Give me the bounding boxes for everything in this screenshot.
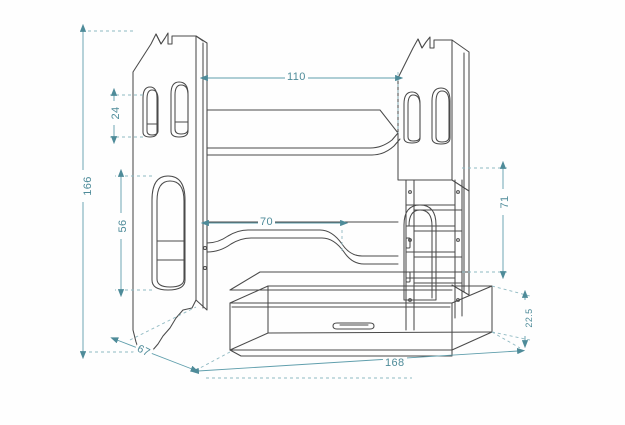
window-right-upper-1-inner	[407, 94, 421, 142]
ladder-dowel-2	[456, 190, 460, 194]
upper-bunk-top-rail	[206, 109, 399, 134]
drawer-bottom-edge	[229, 331, 493, 351]
dim-label-drawer-height: 22.5	[523, 300, 535, 336]
dim-label-window-height: 24	[110, 101, 122, 125]
right-headboard-edge	[451, 39, 470, 296]
furniture-outline	[132, 32, 493, 357]
base-floor-line	[229, 349, 453, 357]
window-right-upper-2-inner	[435, 90, 450, 143]
drawer-side-face	[451, 285, 493, 351]
dim-label-total-height: 166	[82, 170, 94, 202]
left-headboard-top-bevel	[195, 35, 204, 42]
upper-bunk-guard-curve-lower	[206, 138, 401, 156]
dim-label-lower-panel-height: 56	[117, 213, 129, 239]
door-handle-right-1	[405, 237, 411, 249]
upper-bunk-guard-curve	[206, 132, 399, 149]
dowel-left-1	[202, 245, 208, 251]
window-left-upper-1-inner	[146, 89, 159, 136]
dim-label-ladder-height: 71	[499, 189, 511, 215]
drawer-front	[229, 302, 453, 351]
ext-168-right	[491, 331, 521, 349]
ladder-dowel-3	[408, 238, 412, 242]
ext-168-left	[199, 351, 231, 369]
dim-line-67	[110, 337, 199, 372]
lower-bunk-guard-cut-lower	[206, 237, 399, 265]
drawer-top-face	[229, 285, 493, 304]
window-left-upper-2	[170, 81, 189, 138]
chimney-notch-right	[417, 38, 427, 49]
window-right-upper-2	[431, 87, 451, 145]
ext-225-top	[491, 285, 531, 297]
door-handle-right-2	[405, 271, 411, 283]
door-arch-right-inner	[408, 209, 433, 299]
window-right-upper-1	[403, 91, 421, 144]
right-headboard-front	[397, 36, 453, 181]
ladder-dowel-5	[408, 298, 412, 302]
drawer-handle	[332, 322, 375, 330]
ext-67-a	[129, 306, 197, 341]
dim-label-upper-bed-width: 110	[285, 71, 308, 83]
left-headboard-edge	[195, 35, 208, 311]
dim-label-overall-length: 168	[383, 357, 407, 369]
ladder-rung-4	[405, 277, 463, 284]
door-arch-left-inner	[156, 180, 185, 288]
left-headboard-front	[132, 32, 197, 356]
ladder-rung-1	[405, 204, 463, 211]
dowel-left-2	[202, 265, 208, 271]
lower-bunk-platform-top	[229, 271, 470, 291]
ladder-rung-2	[405, 225, 463, 232]
door-arch-left	[151, 175, 186, 291]
dim-line-168	[190, 347, 526, 375]
dim-label-lower-bed-width: 70	[258, 216, 276, 228]
chimney-notch	[155, 33, 166, 45]
ladder-dowel-1	[408, 190, 412, 194]
ladder-dowel-6	[456, 298, 460, 302]
ladder-dowel-4	[456, 238, 460, 242]
window-left-upper-1	[142, 86, 158, 138]
ladder-rung-3	[405, 251, 463, 258]
lower-bunk-guard-cut	[206, 229, 399, 257]
window-left-upper-2-inner	[174, 84, 189, 135]
